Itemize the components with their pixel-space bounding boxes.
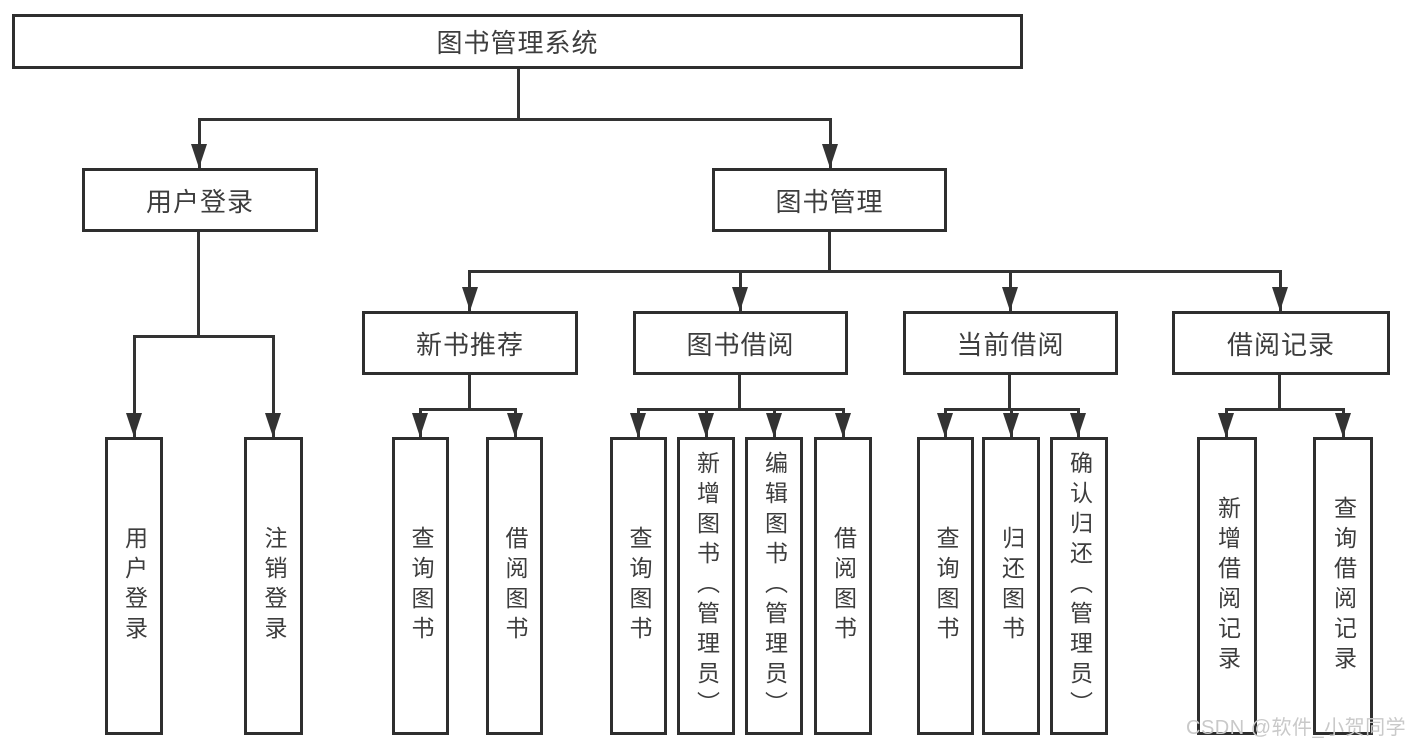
- arrowhead-icon: [126, 413, 142, 437]
- leaf-query-book-2-label: 查询图书: [626, 526, 652, 646]
- node-new-book-recommend-label: 新书推荐: [415, 329, 524, 360]
- node-book-management-label: 图书管理: [775, 186, 884, 217]
- leaf-query-book-2: 查询图书: [610, 437, 667, 735]
- node-book-borrow-label: 图书借阅: [686, 329, 795, 360]
- leaf-borrow-book-1: 借阅图书: [486, 437, 543, 735]
- connector-line: [1008, 375, 1011, 408]
- leaf-add-borrow-record: 新增借阅记录: [1197, 437, 1257, 735]
- connector-line: [133, 335, 136, 437]
- connector-line: [738, 375, 741, 408]
- node-current-borrow-label: 当前借阅: [956, 329, 1065, 360]
- connector-line: [198, 118, 201, 168]
- node-book-borrow: 图书借阅: [633, 311, 848, 375]
- leaf-add-book-admin: 新增图书（管理员）: [677, 437, 735, 735]
- leaf-edit-book-admin: 编辑图书（管理员）: [745, 437, 803, 735]
- watermark: CSDN @软件_小贺同学: [1186, 717, 1405, 739]
- connector-line: [133, 335, 275, 338]
- leaf-add-borrow-record-label: 新增借阅记录: [1214, 496, 1241, 676]
- node-current-borrow: 当前借阅: [903, 311, 1118, 375]
- leaf-logout-label: 注销登录: [261, 526, 287, 646]
- node-user-login-label: 用户登录: [145, 186, 254, 217]
- leaf-query-book-3: 查询图书: [917, 437, 974, 735]
- node-book-management: 图书管理: [712, 168, 947, 232]
- leaf-add-book-admin-label: 新增图书（管理员）: [693, 451, 720, 721]
- leaf-logout: 注销登录: [244, 437, 303, 735]
- connector-line: [1225, 408, 1344, 411]
- connector-line: [197, 232, 200, 335]
- node-new-book-recommend: 新书推荐: [362, 311, 578, 375]
- leaf-query-book-3-label: 查询图书: [933, 526, 959, 646]
- node-root: 图书管理系统: [12, 14, 1023, 69]
- connector-line: [468, 375, 471, 408]
- arrowhead-icon: [412, 413, 428, 437]
- connector-line: [419, 408, 516, 411]
- leaf-query-borrow-record-label: 查询借阅记录: [1330, 496, 1357, 676]
- arrowhead-icon: [507, 413, 523, 437]
- arrowhead-icon: [462, 287, 478, 311]
- leaf-confirm-return-admin-label: 确认归还（管理员）: [1066, 451, 1093, 721]
- arrowhead-icon: [265, 413, 281, 437]
- leaf-query-book-1: 查询图书: [392, 437, 449, 735]
- leaf-borrow-book-2-label: 借阅图书: [830, 526, 857, 646]
- leaf-return-book: 归还图书: [982, 437, 1040, 735]
- arrowhead-icon: [630, 413, 646, 437]
- connector-line: [828, 232, 831, 270]
- arrowhead-icon: [1002, 287, 1018, 311]
- connector-line: [1278, 375, 1281, 408]
- arrowhead-icon: [698, 413, 714, 437]
- connector-line: [198, 118, 832, 121]
- leaf-borrow-book-1-label: 借阅图书: [502, 526, 528, 646]
- leaf-borrow-book-2: 借阅图书: [814, 437, 872, 735]
- leaf-return-book-label: 归还图书: [998, 526, 1025, 646]
- connector-line: [272, 335, 275, 437]
- arrowhead-icon: [1272, 287, 1288, 311]
- leaf-user-login: 用户登录: [105, 437, 163, 735]
- connector-line: [468, 270, 1281, 273]
- connector-line: [637, 408, 844, 411]
- node-user-login: 用户登录: [82, 168, 318, 232]
- arrowhead-icon: [937, 413, 953, 437]
- arrowhead-icon: [732, 287, 748, 311]
- arrowhead-icon: [1335, 413, 1351, 437]
- connector-line: [517, 69, 520, 118]
- arrowhead-icon: [766, 413, 782, 437]
- leaf-query-book-1-label: 查询图书: [408, 526, 434, 646]
- leaf-query-borrow-record: 查询借阅记录: [1313, 437, 1373, 735]
- leaf-edit-book-admin-label: 编辑图书（管理员）: [761, 451, 788, 721]
- node-borrow-record: 借阅记录: [1172, 311, 1390, 375]
- arrowhead-icon: [1070, 413, 1086, 437]
- leaf-confirm-return-admin: 确认归还（管理员）: [1050, 437, 1108, 735]
- arrowhead-icon: [191, 144, 207, 168]
- arrowhead-icon: [835, 413, 851, 437]
- leaf-user-login-label: 用户登录: [121, 526, 148, 646]
- node-borrow-record-label: 借阅记录: [1226, 329, 1335, 360]
- arrowhead-icon: [822, 144, 838, 168]
- connector-line: [829, 118, 832, 168]
- node-root-label: 图书管理系统: [436, 28, 599, 58]
- arrowhead-icon: [1218, 413, 1234, 437]
- arrowhead-icon: [1003, 413, 1019, 437]
